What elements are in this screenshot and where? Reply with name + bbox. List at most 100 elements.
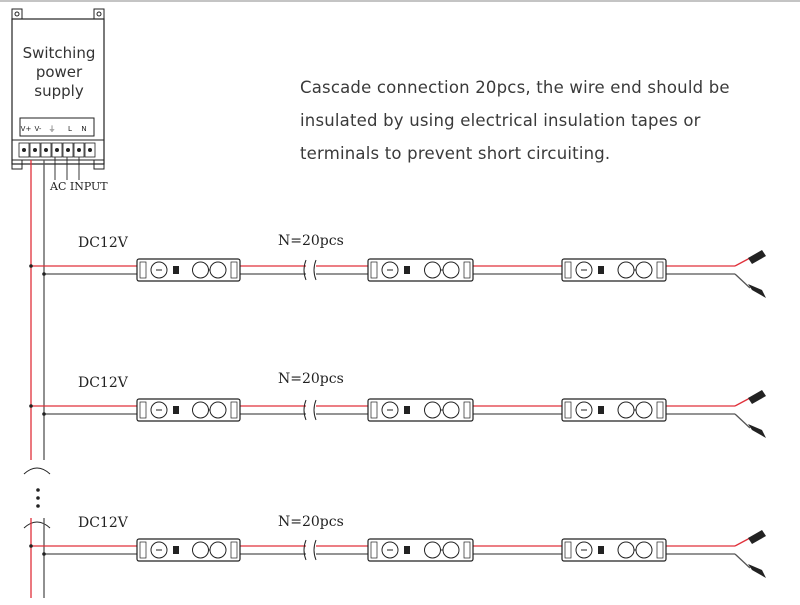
led-module <box>136 538 241 562</box>
module-chip <box>598 546 604 554</box>
led-module <box>367 258 474 282</box>
terminal-screw-head <box>77 148 81 152</box>
led-module <box>367 398 474 422</box>
negative-wire-end <box>734 553 751 569</box>
terminal-label-strip <box>19 117 95 137</box>
led-module-body <box>136 538 241 562</box>
module-end-cap <box>139 401 147 419</box>
terminal-label: V+ <box>21 125 32 133</box>
terminal-screw <box>51 142 63 158</box>
module-chip <box>173 406 179 414</box>
terminal-screw <box>62 142 74 158</box>
negative-wire-end <box>734 413 751 429</box>
mounting-tab-bottom-right <box>93 159 105 170</box>
terminal-screw-head <box>22 148 26 152</box>
led-lens <box>381 261 399 279</box>
wire-end-cap <box>734 250 766 267</box>
terminal-screw-head <box>33 148 37 152</box>
module-end-cap <box>230 401 238 419</box>
positive-wire-end <box>734 257 751 267</box>
module-end-cap <box>230 261 238 279</box>
led-module-body <box>561 258 667 282</box>
installation-note: Cascade connection 20pcs, the wire end s… <box>300 71 770 170</box>
power-supply-label-line: power <box>35 63 83 81</box>
insulation-cap <box>748 390 766 404</box>
module-end-cap <box>463 401 471 419</box>
mounting-tab-left <box>11 8 23 20</box>
led-module <box>561 538 667 562</box>
led-module-body <box>367 538 474 562</box>
power-supply-label-line: supply <box>34 82 84 100</box>
led-module-body <box>367 258 474 282</box>
led-lens <box>381 401 399 419</box>
wire-break-mark <box>313 399 317 421</box>
module-chip <box>173 546 179 554</box>
power-supply-unit <box>11 8 105 170</box>
wire-end-cap <box>734 273 766 298</box>
module-end-cap <box>139 261 147 279</box>
wire-break-mark <box>303 399 307 421</box>
module-end-cap <box>370 401 378 419</box>
led-module-body <box>561 538 667 562</box>
module-end-cap <box>370 261 378 279</box>
module-end-cap <box>463 541 471 559</box>
wire-end-cap <box>734 530 766 547</box>
led-module <box>561 258 667 282</box>
voltage-label: DC12V <box>78 515 128 531</box>
wire-break-mark <box>313 539 317 561</box>
module-count-label: N=20pcs <box>278 514 344 530</box>
wire-break-gap <box>306 540 316 560</box>
wire-break-mark <box>303 539 307 561</box>
module-chip <box>404 266 410 274</box>
voltage-label: DC12V <box>78 375 128 391</box>
terminal-block <box>11 139 105 161</box>
terminal-label: V- <box>35 125 42 133</box>
wire-break-mark <box>303 259 307 281</box>
break-mark-lower <box>23 521 51 529</box>
led-module <box>561 398 667 422</box>
module-end-cap <box>564 541 572 559</box>
terminal-screw-head <box>44 148 48 152</box>
led-module-body <box>136 398 241 422</box>
module-end-cap <box>656 401 664 419</box>
continuation-dot <box>36 504 40 508</box>
wire-end-cap <box>734 553 766 578</box>
led-module-body <box>136 258 241 282</box>
module-chip <box>173 266 179 274</box>
voltage-label: DC12V <box>78 235 128 251</box>
module-chip <box>598 266 604 274</box>
note-line: terminals to prevent short circuiting. <box>300 144 611 163</box>
led-module-body <box>367 398 474 422</box>
module-end-cap <box>139 541 147 559</box>
module-end-cap <box>370 541 378 559</box>
led-lens <box>150 261 168 279</box>
insulation-cap <box>748 564 766 578</box>
insulation-cap <box>748 250 766 264</box>
led-module-row <box>29 530 766 578</box>
insulation-cap <box>748 284 766 298</box>
terminal-screw <box>29 142 41 158</box>
module-chip <box>598 406 604 414</box>
negative-wire-end <box>734 273 751 289</box>
terminal-screw <box>84 142 96 158</box>
continuation-dot <box>36 488 40 492</box>
led-module <box>136 398 241 422</box>
led-lens <box>150 401 168 419</box>
power-supply-label-line: Switching <box>22 44 96 62</box>
led-lens <box>575 401 593 419</box>
module-end-cap <box>564 261 572 279</box>
junction-dot <box>42 412 46 416</box>
wire-break-gap <box>306 260 316 280</box>
wire-break-mark <box>313 259 317 281</box>
terminal-screw-head <box>55 148 59 152</box>
positive-wire-end <box>734 397 751 407</box>
led-lens <box>150 541 168 559</box>
led-module-body <box>561 398 667 422</box>
wire-break-gap <box>306 400 316 420</box>
junction-dot <box>29 544 33 548</box>
positive-wire-end <box>734 537 751 547</box>
note-line: insulated by using electrical insulation… <box>300 111 701 130</box>
module-chip <box>404 406 410 414</box>
